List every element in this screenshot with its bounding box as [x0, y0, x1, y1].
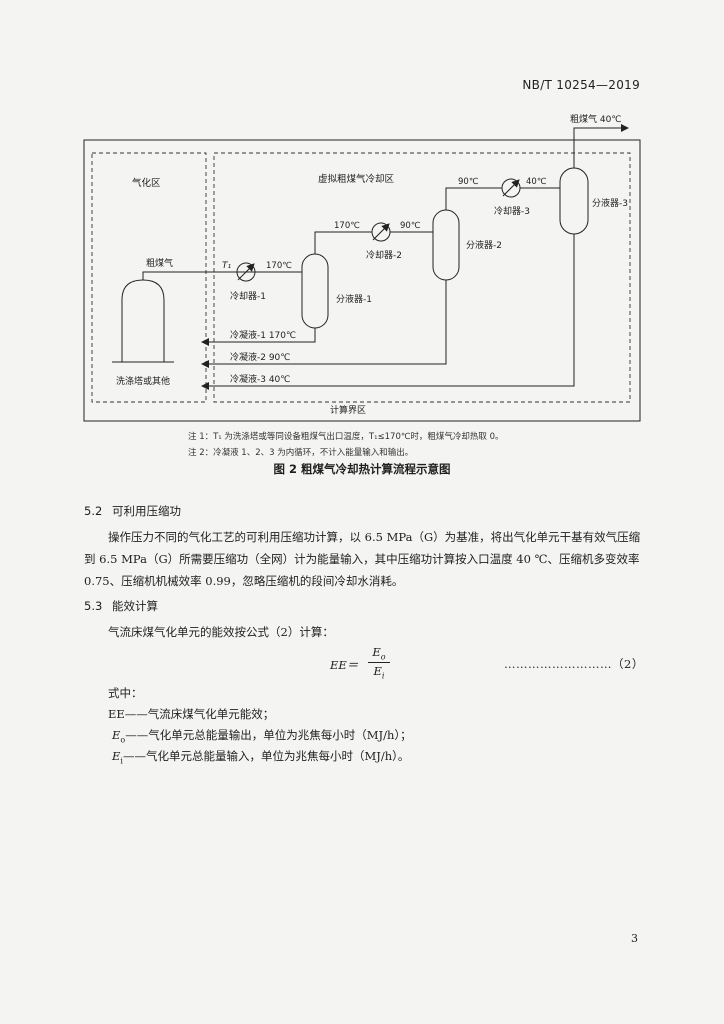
numerator: Eo: [372, 645, 386, 662]
denominator: Ei: [373, 664, 385, 681]
separator-2-label: 分液器-2: [466, 239, 502, 251]
zone-gasification-label: 气化区: [132, 177, 161, 189]
temp-40: 40℃: [526, 177, 547, 187]
where-label: 式中：: [108, 686, 143, 700]
wash-tower-label: 洗涤塔或其他: [116, 375, 170, 387]
figure-caption: 图 2 粗煤气冷却热计算流程示意图: [273, 462, 451, 476]
definition-ee: EE——气流床煤气化单元能效；: [108, 707, 275, 721]
page-number: 3: [631, 932, 638, 945]
note-2: 注 2：冷凝液 1、2、3 为内循环，不计入能量输入和输出。: [188, 448, 414, 458]
formula-fraction: Eo Ei: [368, 645, 390, 681]
section-number: 5.2: [84, 504, 103, 518]
section-number: 5.3: [84, 599, 103, 613]
condensate-3-label: 冷凝液-3 40℃: [230, 373, 290, 385]
condensate-2-line: [201, 280, 447, 368]
gasification-zone: [91, 152, 207, 403]
equation-number: ………………………（2）: [504, 657, 644, 671]
section-title: 能效计算: [112, 599, 158, 613]
cooler-3-label: 冷却器-3: [494, 205, 530, 217]
separator-2: [432, 209, 460, 281]
condensate-3-line: [201, 234, 575, 390]
fraction-bar: [368, 662, 390, 664]
temp-170-a: 170℃: [266, 261, 292, 271]
section-5-2-paragraph: 操作压力不同的气化工艺的可利用压缩功计算，以 6.5 MPa（G）为基准，将出气…: [84, 530, 641, 588]
section-5-3-intro: 气流床煤气化单元的能效按公式（2）计算：: [108, 625, 334, 639]
condensate-1-line: [201, 328, 316, 346]
outlet-line: [573, 124, 629, 168]
temp-90-a: 90℃: [400, 221, 421, 231]
section-5-2-heading: 5.2 可利用压缩功: [84, 503, 181, 519]
zone-calc-label: 计算界区: [330, 404, 366, 416]
definition-eo: Eo——气化单元总能量输出，单位为兆焦每小时（MJ/h）；: [112, 728, 412, 745]
outlet-label: 粗煤气 40℃: [570, 113, 621, 125]
cooler-1-label: 冷却器-1: [230, 290, 266, 302]
zone-virtual-label: 虚拟粗煤气冷却区: [318, 173, 395, 185]
note-1: 注 1：T₁ 为洗涤塔或等同设备粗煤气出口温度，T₁≤170℃时，粗煤气冷却热取…: [188, 432, 504, 442]
separator-1: [301, 253, 329, 329]
separator-3: [559, 167, 589, 235]
separator-3-label: 分液器-3: [592, 197, 628, 209]
temp-90-b: 90℃: [458, 177, 479, 187]
definition-ei: Ei——气化单元总能量输入，单位为兆焦每小时（MJ/h）。: [112, 749, 410, 766]
flow-diagram: 气化区 虚拟粗煤气冷却区 计算界区 洗涤塔或其他 粗煤气 T₁ 冷却器-1 17…: [83, 113, 641, 422]
raw-gas-label: 粗煤气: [146, 257, 173, 269]
condensate-1-label: 冷凝液-1 170℃: [230, 329, 296, 341]
temp-170-b: 170℃: [334, 221, 360, 231]
standard-number: NB/T 10254—2019: [522, 78, 640, 92]
calc-boundary: [83, 139, 641, 422]
condensate-2-label: 冷凝液-2 90℃: [230, 351, 290, 363]
wash-tower: [121, 279, 165, 362]
section-title: 可利用压缩功: [112, 504, 181, 518]
cooler-2-label: 冷却器-2: [366, 249, 402, 261]
separator-1-label: 分液器-1: [336, 293, 372, 305]
formula-lhs: EE＝: [330, 658, 359, 672]
t1-symbol: T₁: [222, 261, 231, 271]
section-5-3-heading: 5.3 能效计算: [84, 598, 158, 614]
virtual-cooling-zone: [213, 152, 631, 403]
